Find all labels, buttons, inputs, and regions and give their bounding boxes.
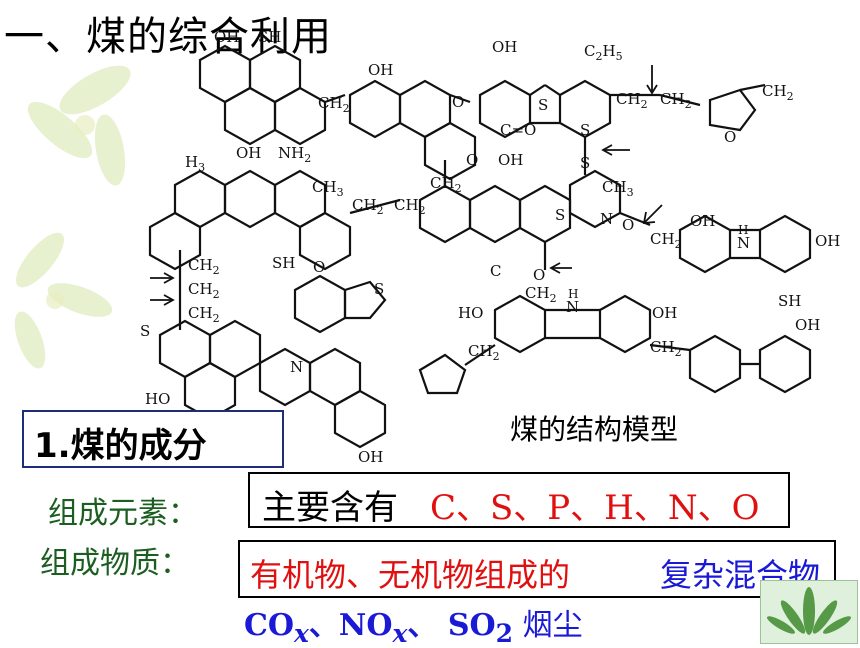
- label-n-1: N: [600, 210, 613, 228]
- pollutants-line: COx、NOx、 SO2 烟尘: [244, 608, 583, 648]
- section-heading-box: 1.煤的成分: [22, 410, 284, 468]
- section-heading: 1.煤的成分: [34, 426, 207, 466]
- label-oh-9: OH: [652, 304, 677, 322]
- label-o-2: O: [466, 151, 478, 169]
- label-ch2-1: CH2: [318, 94, 350, 115]
- label-s-4: S: [374, 280, 384, 298]
- label-s-2: S: [580, 121, 590, 139]
- label-ch2-13: CH2: [468, 342, 500, 363]
- label-sh-1: SH: [258, 28, 281, 46]
- label-ho-2: HO: [458, 304, 483, 322]
- label-ch2-9: CH2: [525, 284, 557, 305]
- label-o-5: O: [533, 266, 545, 284]
- elements-list: C、S、P、H、N、O: [430, 488, 760, 528]
- label-c: C: [490, 262, 501, 280]
- label-o-1: O: [452, 93, 464, 111]
- label-ho-1: HO: [145, 390, 170, 408]
- label-o-furan: O: [724, 128, 736, 146]
- label-oh-1: OH: [214, 28, 239, 46]
- label-n-h: N: [737, 234, 750, 252]
- label-sh-2: SH: [272, 254, 295, 272]
- coal-structure-diagram: OH SH OH NH2 CH2 OH O OH C2H5 S CH2 CH2 …: [140, 28, 840, 466]
- label-ch3-1: CH3: [312, 178, 344, 199]
- label-ch2-4: CH2: [762, 82, 794, 103]
- elements-label: 组成元素：: [48, 496, 198, 531]
- label-s-5: S: [555, 206, 565, 224]
- label-ch2-11: CH2: [188, 280, 220, 301]
- label-h-2: H: [568, 287, 578, 301]
- label-ch2-2: CH2: [616, 90, 648, 111]
- label-oh-5: OH: [498, 151, 523, 169]
- substance-label: 组成物质：: [40, 546, 190, 581]
- label-oh-8: OH: [358, 448, 383, 466]
- label-ch2-14: CH2: [650, 338, 682, 359]
- substance-box: 有机物、无机物组成的 复杂混合物: [238, 540, 836, 598]
- label-oh-6: OH: [690, 212, 715, 230]
- label-o-3: O: [313, 258, 325, 276]
- slide-title: 一、煤的综合利用: [4, 14, 332, 60]
- label-nh2: NH2: [278, 144, 311, 165]
- label-ch3-2: CH3: [602, 178, 634, 199]
- label-n-3: N: [566, 298, 579, 316]
- label-ch2-8: CH2: [650, 230, 682, 251]
- label-c2h5: C2H5: [584, 42, 623, 63]
- label-h3: H3: [185, 153, 205, 174]
- label-s-3: S: [580, 154, 590, 172]
- label-h-1: H: [738, 223, 748, 237]
- label-oh-10: OH: [795, 316, 820, 334]
- label-oh-7: OH: [815, 232, 840, 250]
- substance-text-red: 有机物、无机物组成的: [250, 556, 571, 594]
- label-ch2-10: CH2: [188, 256, 220, 277]
- label-n-2: N: [290, 358, 303, 376]
- label-o-4: O: [622, 216, 634, 234]
- diagram-caption: 煤的结构模型: [510, 413, 679, 446]
- plant-picture: [760, 580, 858, 644]
- elements-box: 主要含有 C、S、P、H、N、O: [248, 472, 790, 528]
- label-oh-3: OH: [368, 61, 393, 79]
- label-ch2-5: CH2: [430, 174, 462, 195]
- label-ch2-12: CH2: [188, 304, 220, 325]
- label-ch2-6: CH2: [352, 196, 384, 217]
- label-ch2-7: CH2: [394, 196, 426, 217]
- label-s-1: S: [538, 96, 548, 114]
- label-sh-3: SH: [778, 292, 801, 310]
- label-ch2-3: CH2: [660, 90, 692, 111]
- label-oh-4: OH: [492, 38, 517, 56]
- label-s-6: S: [140, 322, 150, 340]
- label-co: C=O: [500, 121, 536, 139]
- elements-prefix: 主要含有: [262, 488, 398, 528]
- label-oh-2: OH: [236, 144, 261, 162]
